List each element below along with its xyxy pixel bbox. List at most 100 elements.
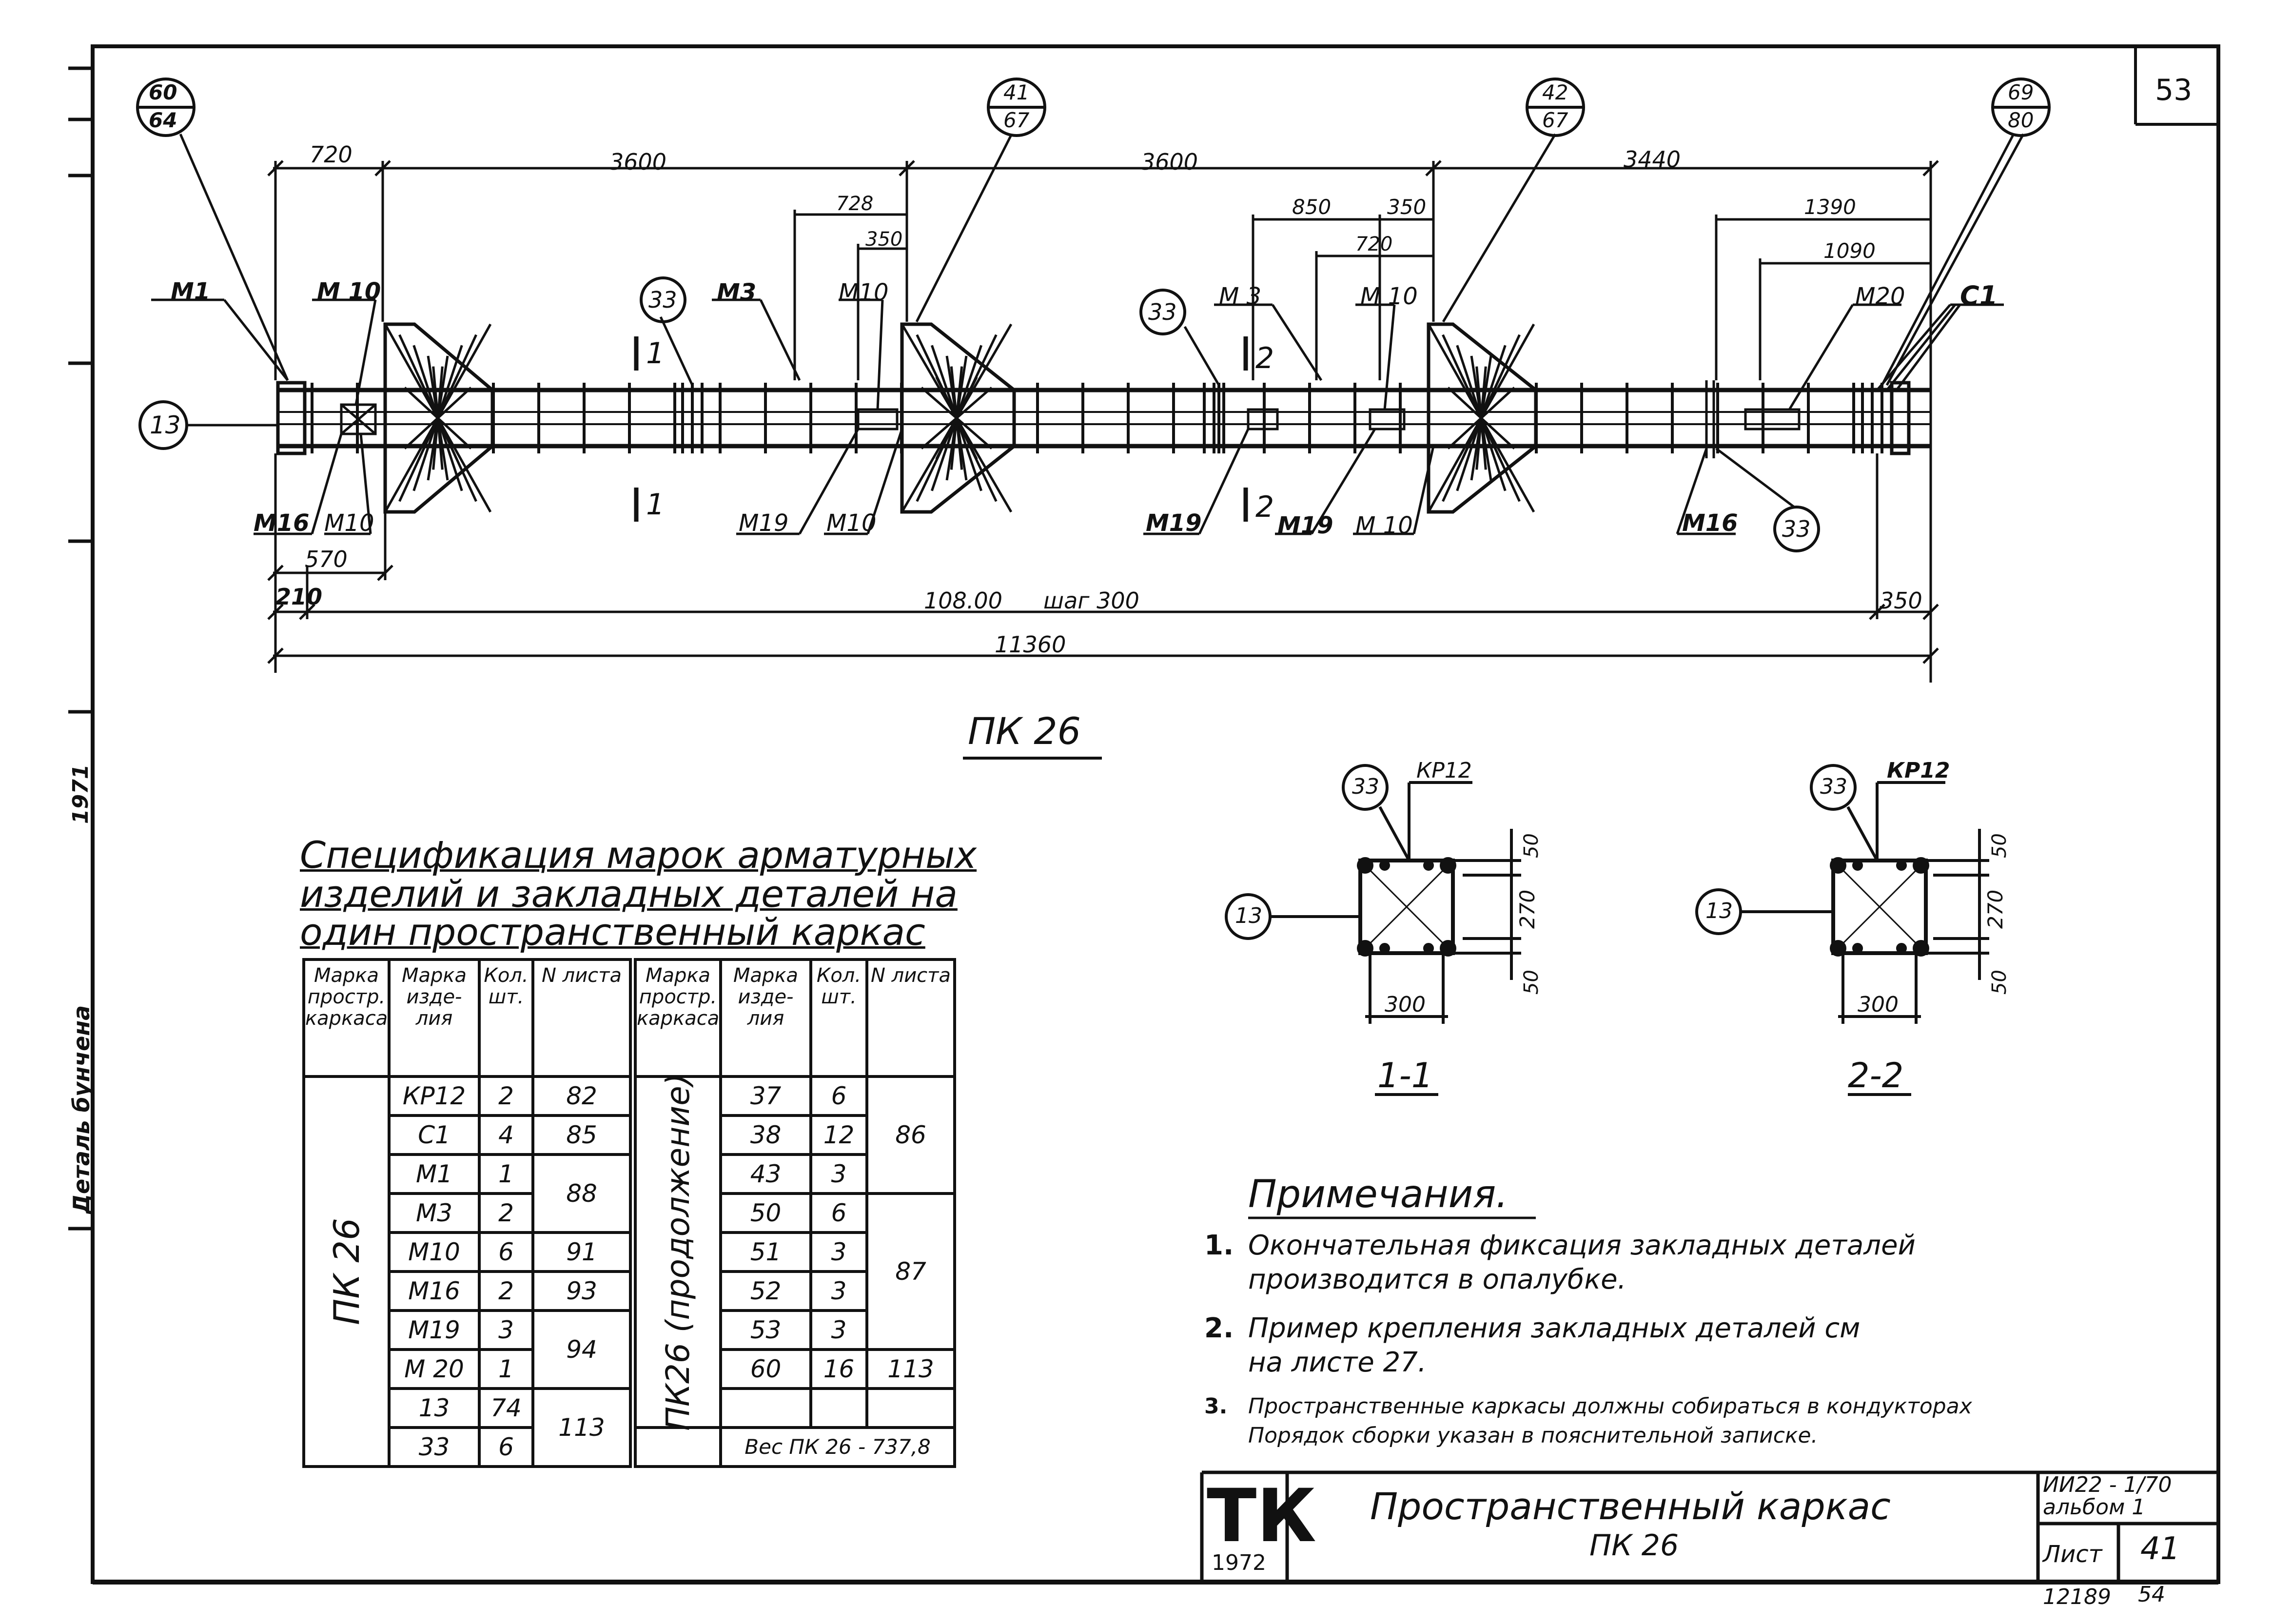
notes-title: Примечания. — [1248, 1173, 1508, 1216]
dim-step-count: 108.00 — [924, 587, 1002, 614]
dim-350a: 350 — [865, 228, 903, 251]
table-cell: М3 — [388, 1192, 481, 1234]
note-line: на листе 27. — [1248, 1347, 1427, 1378]
label-m10-a: М 10 — [317, 278, 381, 305]
left-group-cell: ПК 26 — [302, 1075, 391, 1468]
section-mark-2-top: 2 — [1255, 341, 1274, 375]
header-qty: Кол. шт. — [478, 958, 534, 1078]
note-2: 2.Пример крепления закладных деталей см … — [1204, 1311, 1860, 1380]
right-group-label: ПК26 (продолжение) — [659, 1073, 697, 1431]
table-cell: 2 — [478, 1270, 534, 1312]
section1-stirrup: 33 — [1352, 774, 1379, 799]
sheet-number: 53 — [2155, 73, 2193, 107]
callout-circles — [136, 78, 2051, 552]
callout-node2-top: 42 — [1542, 80, 1568, 104]
dim-1390: 1390 — [1804, 195, 1856, 219]
section-cuts — [634, 336, 1248, 522]
label-m16: М16 — [254, 509, 310, 537]
side-year: 1971 — [68, 764, 93, 824]
table-cell: 82 — [531, 1075, 632, 1117]
table-cell: 3 — [809, 1153, 868, 1195]
header-item: Марка изде- лия — [388, 958, 481, 1078]
table-cell: 88 — [531, 1153, 632, 1234]
table-cell-empty — [719, 1387, 812, 1429]
stamp-inventory: 12189 — [2043, 1585, 2111, 1609]
note-line: Окончательная фиксация закладных деталей — [1248, 1230, 1916, 1261]
section1-bottom-cover: 50 — [1520, 970, 1543, 995]
label-c1: С1 — [1960, 280, 1998, 311]
section1-top-cover: 50 — [1520, 833, 1543, 858]
table-cell: 87 — [865, 1192, 956, 1351]
note-line: Пространственные каркасы должны собирать… — [1248, 1394, 1972, 1419]
stirrup-mark-33c: 33 — [1782, 516, 1811, 542]
stirrups — [311, 383, 1883, 453]
header-sheet: N листа — [531, 958, 632, 1078]
elevation-title: ПК 26 — [968, 709, 1081, 753]
bar-mark-13: 13 — [150, 411, 181, 439]
dim-850: 850 — [1292, 195, 1332, 219]
table-cell: 85 — [531, 1114, 632, 1156]
margin-ticks — [68, 66, 93, 1231]
table-cell: 6 — [478, 1231, 534, 1273]
cage-elevation — [276, 381, 1931, 455]
section-1-1 — [1225, 764, 1521, 1096]
header-item-r: Марка изде- лия — [719, 958, 812, 1078]
table-cell: 3 — [809, 1270, 868, 1312]
section2-bottom-cover: 50 — [1988, 970, 2011, 995]
table-cell: 86 — [865, 1075, 956, 1195]
table-cell-empty — [809, 1387, 868, 1429]
section1-width: 300 — [1385, 992, 1426, 1017]
note-line: Пример крепления закладных деталей см — [1248, 1312, 1861, 1344]
table-cell: 1 — [478, 1153, 534, 1195]
table-cell: 13 — [388, 1387, 481, 1429]
section2-frame: КР12 — [1887, 758, 1950, 783]
stirrup-mark-33a: 33 — [648, 287, 677, 313]
section1-bar: 13 — [1235, 903, 1262, 928]
callout-left-bottom: 64 — [149, 108, 177, 132]
spec-title-line3: один пространственный каркас — [300, 910, 925, 954]
weight-cell: Вес ПК 26 - 737,8 — [719, 1426, 956, 1468]
note-number: 3. — [1204, 1394, 1228, 1419]
table-cell: 52 — [719, 1270, 812, 1312]
side-label: Деталь бунчена — [68, 1005, 95, 1214]
stamp-album: альбом 1 — [2043, 1495, 2146, 1520]
label-m19-a: М19 — [739, 509, 789, 537]
table-cell: 113 — [531, 1387, 632, 1468]
table-cell: 6 — [809, 1192, 868, 1234]
haunch-hatching — [384, 323, 1535, 513]
table-cell: М19 — [388, 1309, 481, 1351]
hatch-line — [921, 387, 993, 450]
right-group-cell: ПК26 (продолжение) — [634, 1073, 722, 1431]
section2-height: 270 — [1983, 889, 2007, 929]
section2-top-cover: 50 — [1988, 833, 2011, 858]
dim-570: 570 — [305, 546, 348, 572]
table-cell: 3 — [809, 1231, 868, 1273]
label-m10-c: М 10 — [1360, 283, 1418, 310]
title-block — [1200, 1470, 2218, 1582]
header-sheet-r: N листа — [865, 958, 956, 1078]
note-number: 2. — [1204, 1312, 1234, 1344]
label-m16-b: М16 — [1682, 509, 1738, 537]
table-cell: 3 — [478, 1309, 534, 1351]
table-cell: 4 — [478, 1114, 534, 1156]
callout-node1-top: 41 — [1003, 80, 1030, 104]
table-cell: 113 — [865, 1348, 956, 1390]
header-frame-r: Марка простр. каркаса — [634, 958, 722, 1078]
table-cell: 33 — [388, 1426, 481, 1468]
stamp-page: 54 — [2138, 1582, 2165, 1607]
table-cell: 2 — [478, 1075, 534, 1117]
left-group-label: ПК 26 — [326, 1218, 367, 1325]
spec-table-right: Марка простр. каркаса Марка изде- лия Ко… — [634, 958, 956, 1468]
label-m10-b: М10 — [839, 279, 889, 306]
section1-title: 1-1 — [1377, 1056, 1433, 1096]
spec-table-left: Марка простр. каркаса Марка изде- лия Ко… — [302, 958, 632, 1468]
table-cell: 38 — [719, 1114, 812, 1156]
hatch-line — [404, 387, 472, 450]
table-cell: 53 — [719, 1309, 812, 1351]
dim-1090: 1090 — [1823, 239, 1876, 263]
stamp-series: ИИ22 - 1/70 — [2043, 1472, 2172, 1497]
table-cell: М 20 — [388, 1348, 481, 1390]
top-dimensions — [267, 160, 1939, 683]
table-cell: М16 — [388, 1270, 481, 1312]
